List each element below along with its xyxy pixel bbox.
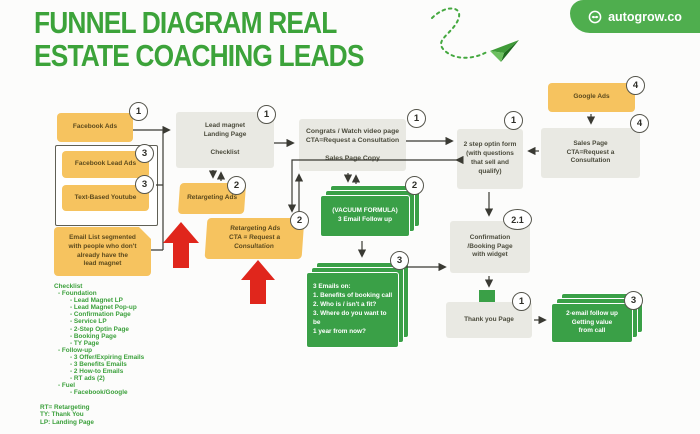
stack-followup-emails: 2-email follow up Getting value from cal… (551, 293, 643, 343)
red-up-arrow (163, 222, 199, 268)
checklist-item: - Booking Page (70, 332, 117, 340)
node-congrats-video-page: Congrats / Watch video page CTA=Request … (299, 119, 406, 171)
footnote: RT= Retargeting (40, 404, 90, 411)
node-vacuum-formula: (VACUUM FORMULA) 3 Email Follow up (320, 195, 410, 237)
doodle-arrow (431, 7, 488, 59)
stack-vacuum-formula: (VACUUM FORMULA) 3 Email Follow up (320, 185, 420, 237)
node-text-based-youtube: Text-Based Youtube (62, 185, 149, 211)
page-title: FUNNEL DIAGRAM REAL ESTATE COACHING LEAD… (34, 6, 364, 72)
node-facebook-lead-ads: Facebook Lead Ads (62, 151, 149, 178)
badge-google-ads: 4 (626, 76, 645, 95)
badge-text-based-youtube: 3 (135, 175, 154, 194)
node-email-list: Email List segmented with people who don… (54, 227, 151, 276)
badge-retargeting-cta: 2 (290, 211, 309, 230)
checklist: Checklist - Foundation - Lead Magnet LP … (54, 283, 144, 397)
checklist-item: - Confirmation Page (70, 311, 131, 319)
checklist-item: Checklist (54, 283, 83, 290)
node-google-ads: Google Ads (548, 83, 635, 112)
badge-three-emails: 3 (390, 251, 409, 270)
node-facebook-ads: Facebook Ads (57, 113, 133, 142)
footnote: LP: Landing Page (40, 418, 94, 426)
checklist-item: - 2 How-to Emails (70, 368, 124, 376)
badge-vacuum: 2 (405, 176, 424, 195)
node-lead-magnet-landing-page: Lead magnet Landing Page Checklist (176, 112, 274, 168)
badge-facebook-lead-ads: 3 (135, 144, 154, 163)
badge-congrats: 1 (407, 109, 426, 128)
badge-retargeting-ads: 2 (227, 176, 246, 195)
node-followup-emails: 2-email follow up Getting value from cal… (551, 303, 633, 343)
badge-optin-form: 1 (504, 111, 523, 130)
stack-three-emails: 3 Emails on: 1. Benefits of booking call… (306, 262, 409, 348)
title-line-1: FUNNEL DIAGRAM REAL (34, 5, 337, 40)
brand-badge: autogrow.co (570, 0, 700, 33)
checklist-item: - 2-Step Optin Page (70, 325, 129, 333)
badge-confirmation: 2.1 (503, 209, 532, 230)
checklist-item: - Facebook/Google (70, 389, 128, 397)
badge-facebook-ads: 1 (129, 102, 148, 121)
checklist-item: - 3 Offer/Expiring Emails (70, 353, 145, 361)
node-sales-page: Sales Page CTA=Request a Consultation (541, 128, 640, 178)
checklist-item: - Follow-up (58, 346, 93, 354)
node-three-emails: 3 Emails on: 1. Benefits of booking call… (306, 272, 399, 348)
badge-thank-you: 1 (512, 292, 531, 311)
footnote: TY: Thank You (40, 411, 84, 419)
red-up-arrow (241, 260, 275, 304)
checklist-item: - Service LP (70, 318, 107, 326)
checklist-item: - TY Page (70, 339, 100, 347)
node-retargeting-cta: Retargeting Ads CTA = Request a Consulta… (204, 218, 305, 259)
badge-sales-page: 4 (630, 114, 649, 133)
checklist-item: - Lead Magnet LP (70, 297, 123, 305)
badge-followup-emails: 3 (624, 291, 643, 310)
brand-name: autogrow.co (608, 9, 682, 24)
checklist-item: - Fuel (58, 382, 76, 390)
mustache-icon (588, 10, 602, 24)
node-optin-form: 2 step optin form (with questions that s… (457, 129, 523, 189)
paper-plane-icon (490, 40, 519, 62)
checklist-item: - Lead Magnet Pop-up (70, 304, 137, 312)
title-line-2: ESTATE COACHING LEADS (34, 38, 364, 73)
legend-footnotes: RT= Retargeting TY: Thank You LP: Landin… (40, 404, 94, 426)
badge-lead-magnet: 1 (257, 105, 276, 124)
checklist-item: - 3 Benefits Emails (70, 361, 127, 369)
checklist-item: - RT ads (2) (70, 375, 105, 383)
checklist-item: - Foundation (58, 290, 97, 298)
